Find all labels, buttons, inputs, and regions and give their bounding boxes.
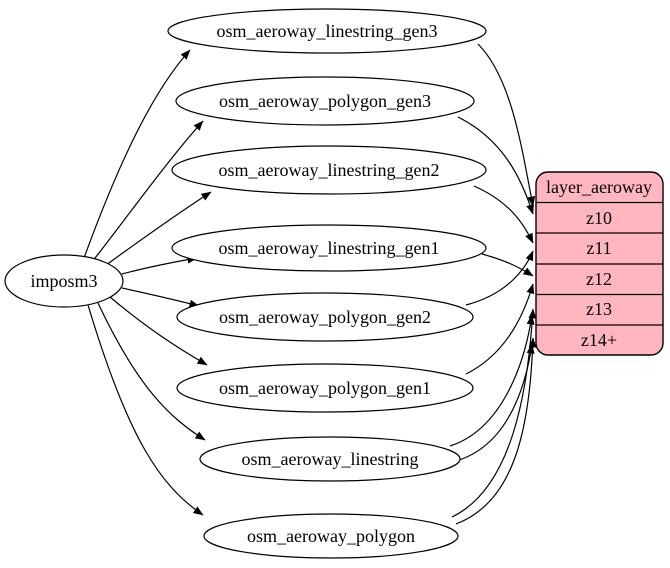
- node-osm-aeroway-linestring-gen3: osm_aeroway_linestring_gen3: [167, 8, 487, 54]
- node-osm-aeroway-linestring-gen2-label: osm_aeroway_linestring_gen2: [219, 160, 440, 180]
- edge-imposm3-to-osm-aeroway-linestring-gen3: [83, 49, 191, 259]
- layer-aeroway-title: layer_aeroway: [546, 177, 652, 197]
- edges-source-to-tables: [83, 49, 212, 516]
- node-osm-aeroway-linestring-label: osm_aeroway_linestring: [242, 449, 419, 469]
- node-layer-aeroway: layer_aeroway z10 z11 z12 z13 z14+: [535, 171, 664, 356]
- node-osm-aeroway-polygon-gen1-shape: [176, 363, 474, 413]
- edge-osm-aeroway-polygon-gen1-to-z12: [465, 283, 535, 375]
- layer-row-z13: z13: [586, 299, 612, 319]
- node-osm-aeroway-linestring-gen1-label: osm_aeroway_linestring_gen1: [219, 238, 440, 258]
- layer-row-z14: z14+: [581, 330, 617, 350]
- node-osm-aeroway-polygon-shape: [203, 513, 459, 559]
- node-osm-aeroway-linestring: osm_aeroway_linestring: [199, 436, 461, 482]
- edge-imposm3-to-osm-aeroway-linestring-gen1: [121, 255, 198, 275]
- node-imposm3-shape: [4, 254, 124, 308]
- edge-osm-aeroway-linestring-gen3-to-z10: [477, 43, 536, 207]
- edge-imposm3-to-osm-aeroway-polygon: [87, 304, 204, 516]
- node-osm-aeroway-polygon-gen2: osm_aeroway_polygon_gen2: [176, 292, 474, 342]
- node-osm-aeroway-linestring-shape: [199, 436, 461, 482]
- layer-row-z11: z11: [586, 238, 611, 258]
- node-osm-aeroway-polygon-label: osm_aeroway_polygon: [247, 526, 415, 546]
- edge-osm-aeroway-linestring-gen1-to-z12: [481, 253, 534, 277]
- node-osm-aeroway-polygon-gen2-shape: [176, 292, 474, 342]
- edge-osm-aeroway-polygon-gen2-to-z11: [465, 250, 534, 306]
- node-osm-aeroway-polygon-gen2-label: osm_aeroway_polygon_gen2: [219, 307, 431, 327]
- node-osm-aeroway-polygon-gen1-label: osm_aeroway_polygon_gen1: [219, 378, 431, 398]
- edge-osm-aeroway-polygon-to-z14: [455, 337, 537, 525]
- edge-osm-aeroway-linestring-to-z13: [449, 314, 535, 447]
- edge-imposm3-to-osm-aeroway-polygon-gen2: [121, 287, 200, 308]
- node-osm-aeroway-linestring-gen2: osm_aeroway_linestring_gen2: [171, 145, 487, 195]
- edges-tables-to-layer: [449, 43, 537, 525]
- node-osm-aeroway-polygon-gen3-label: osm_aeroway_polygon_gen3: [219, 91, 431, 111]
- node-osm-aeroway-linestring-gen1-shape: [171, 224, 487, 272]
- node-osm-aeroway-polygon-gen1: osm_aeroway_polygon_gen1: [176, 363, 474, 413]
- node-osm-aeroway-polygon-gen3-shape: [175, 76, 475, 126]
- edge-osm-aeroway-polygon-to-z13: [451, 308, 537, 518]
- edge-imposm3-to-osm-aeroway-polygon-gen3: [91, 120, 204, 263]
- node-osm-aeroway-linestring-gen1: osm_aeroway_linestring_gen1: [171, 224, 487, 272]
- node-osm-aeroway-linestring-gen2-shape: [171, 145, 487, 195]
- edge-osm-aeroway-linestring-gen2-to-z11: [473, 185, 534, 244]
- edge-imposm3-to-osm-aeroway-polygon-gen1: [109, 296, 208, 366]
- node-imposm3-label: imposm3: [30, 271, 97, 291]
- edge-osm-aeroway-polygon-gen3-to-z10: [457, 116, 534, 215]
- edge-imposm3-to-osm-aeroway-linestring-gen2: [101, 191, 212, 269]
- layer-row-z12: z12: [586, 269, 612, 289]
- node-osm-aeroway-linestring-gen3-shape: [167, 8, 487, 54]
- node-osm-aeroway-polygon: osm_aeroway_polygon: [203, 513, 459, 559]
- edge-osm-aeroway-linestring-to-z14: [451, 343, 535, 463]
- node-osm-aeroway-polygon-gen3: osm_aeroway_polygon_gen3: [175, 76, 475, 126]
- layer-row-z10: z10: [586, 208, 612, 228]
- edge-imposm3-to-osm-aeroway-linestring: [97, 302, 206, 441]
- node-imposm3: imposm3: [4, 254, 124, 308]
- node-osm-aeroway-linestring-gen3-label: osm_aeroway_linestring_gen3: [217, 21, 438, 41]
